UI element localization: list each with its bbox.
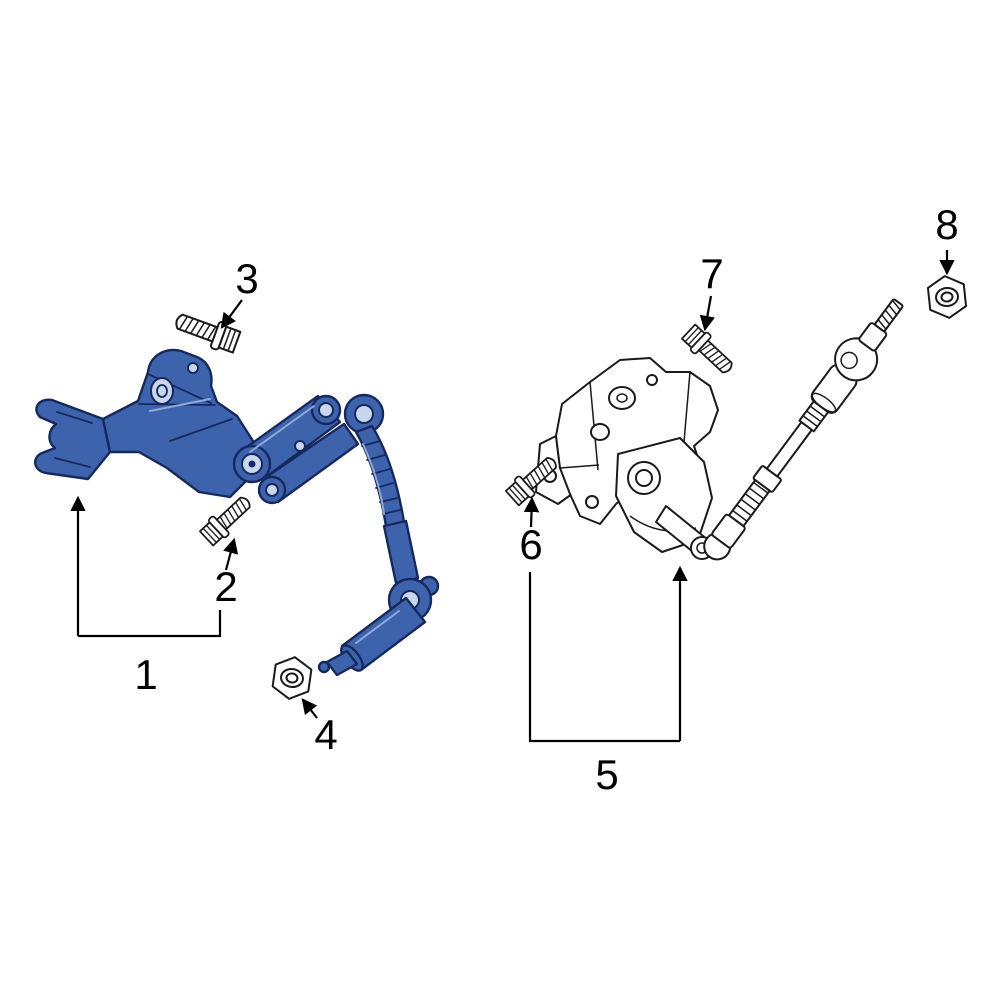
callout-7: 7	[699, 250, 724, 332]
part5-bracket-hole-a-inner	[616, 393, 628, 403]
callout-5-bracket	[528, 572, 680, 743]
callout-7-label[interactable]: 7	[700, 250, 723, 297]
callout-6: 6	[519, 496, 543, 568]
part5-bracket-hole-d	[585, 495, 599, 509]
part1-tab-hole	[187, 362, 199, 374]
part5-sensor-boss-inner	[635, 469, 653, 487]
part1-pivot-c-mid	[318, 402, 334, 418]
callout-4: 4	[301, 698, 338, 758]
callout-2: 2	[214, 537, 239, 610]
part5-link-rod	[703, 298, 904, 561]
part5-rod-cylinder-cap	[811, 392, 837, 413]
part5-bracket-hole-a	[608, 386, 636, 410]
callout-1-label[interactable]: 1	[134, 651, 157, 698]
callout-1-bracket	[78, 610, 222, 638]
part5-rod-stud-threads	[877, 299, 901, 330]
callout-5: 5	[528, 565, 688, 798]
part-1-height-sensor-assembly[interactable]	[34, 348, 440, 677]
part1-small-hole	[294, 440, 306, 452]
part5-rod-ribbed-lines	[802, 405, 826, 428]
callout-3-label[interactable]: 3	[235, 255, 258, 302]
part-5-height-sensor-assembly[interactable]	[535, 290, 915, 570]
part5-rod-socket-highlight	[840, 351, 858, 370]
callout-4-label[interactable]: 4	[314, 711, 337, 758]
part1-rod	[382, 519, 420, 585]
callout-8-label[interactable]: 8	[935, 201, 958, 248]
part-4-nut[interactable]	[270, 653, 314, 703]
part1-pivot-b-mid	[265, 483, 279, 497]
part5-bracket-hole-c	[646, 374, 658, 386]
callout-6-label[interactable]: 6	[519, 521, 542, 568]
part1-ball-joint-cap	[354, 404, 374, 424]
part5-rod-shaft	[765, 421, 813, 478]
callout-3-arrow	[220, 299, 243, 329]
callout-2-label[interactable]: 2	[214, 563, 237, 610]
callout-3: 3	[220, 255, 259, 329]
part1-fork-end	[34, 398, 112, 481]
part-2-bolt[interactable]	[197, 490, 257, 549]
part1-sheen-highlights	[149, 398, 400, 644]
callout-6-arrow	[523, 496, 540, 528]
part1-connector-tip-pin	[317, 660, 331, 674]
part-8-nut[interactable]	[925, 273, 969, 321]
part-7-bolt[interactable]	[679, 321, 739, 380]
callout-1: 1	[70, 495, 222, 698]
part1-connector-tip	[325, 649, 359, 677]
part1-fork-detail-lines	[54, 411, 93, 468]
part5-rod-bellows-ribs	[732, 481, 769, 522]
part1-bracket-hole	[150, 377, 174, 405]
part1-pivot-a-center	[248, 460, 256, 468]
callout-4-arrow	[301, 698, 318, 719]
callout-8: 8	[935, 201, 959, 276]
callout-2-arrow	[223, 537, 239, 571]
part1-bracket-arm	[101, 348, 255, 499]
part1-bellows-ribs	[361, 440, 401, 515]
part1-bracket-hole-inner	[156, 384, 168, 398]
callout-7-arrow	[699, 295, 715, 332]
part5-bracket-hole-b	[590, 423, 610, 441]
callout-5-label[interactable]: 5	[595, 751, 618, 798]
